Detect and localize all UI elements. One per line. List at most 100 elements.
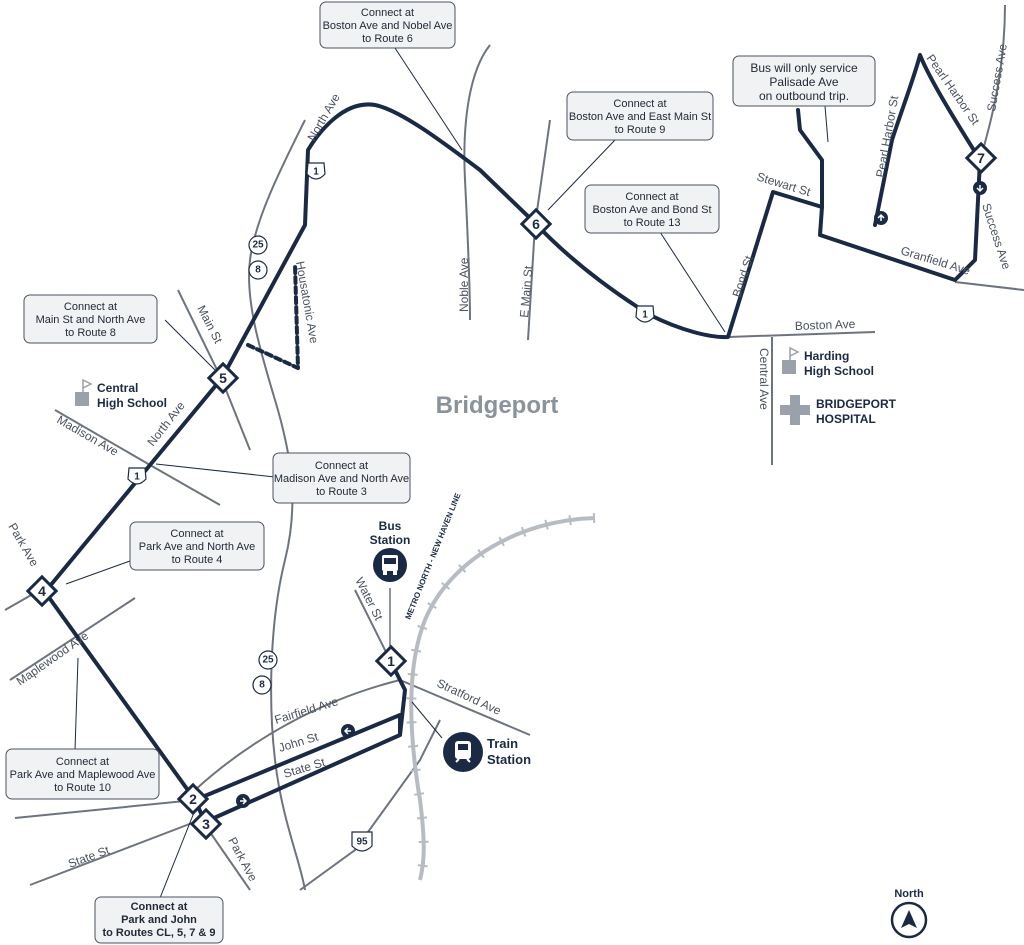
street-label-stratford-ave: Stratford Ave [435,676,504,718]
svg-text:High School: High School [804,364,874,378]
street-label-state-st: State St [66,843,112,871]
train-station[interactable]: Train Station [443,732,531,772]
street-line-i95 [299,719,441,891]
street-line-success-ave [979,4,1006,161]
svg-text:Station: Station [487,752,531,767]
svg-text:to Route 4: to Route 4 [172,554,223,566]
school-flag-icon [782,360,796,374]
school-flag-icon [75,392,89,406]
svg-text:Connect at: Connect at [625,191,678,203]
points-of-interest: Central High School Harding High School … [75,346,897,772]
stop-marker-4[interactable]: 4 [25,574,59,608]
svg-text:Central: Central [97,381,138,395]
stop-marker-3[interactable]: 3 [189,807,223,841]
street-label-pearl-harbor-st: Pearl Harbor St [873,94,901,179]
street-label-success-ave: Success Ave [984,42,1010,112]
i95-shield: 95 [351,831,373,852]
stop-marker-7[interactable]: 7 [964,141,998,175]
street-label-park-ave: Park Ave [5,521,41,570]
street-label-fairfield-ave: Fairfield Ave [273,694,340,727]
svg-text:Palisade Ave: Palisade Ave [769,75,838,89]
us1-shield: 1 [635,305,655,323]
svg-text:Park Ave and North Ave: Park Ave and North Ave [139,541,255,553]
stop-number: 6 [532,216,540,232]
svg-text:Boston Ave and Nobel Ave: Boston Ave and Nobel Ave [323,20,453,32]
svg-text:to Route 13: to Route 13 [624,217,681,229]
svg-text:to Route 6: to Route 6 [362,33,413,45]
callout-route-10: Connect at Park Ave and Maplewood Ave to… [5,748,160,800]
leader-lines [65,47,829,899]
street-label-maplewood-ave: Maplewood Ave [14,628,92,688]
svg-text:to Route 3: to Route 3 [316,486,367,498]
svg-text:Train: Train [487,736,518,751]
us1-shield: 1 [127,467,147,485]
svg-text:HOSPITAL: HOSPITAL [816,412,876,426]
svg-text:Connect at: Connect at [170,528,223,540]
svg-text:Madison Ave and North Ave: Madison Ave and North Ave [274,473,409,485]
rt25-shield-label: 25 [252,240,264,251]
stop-marker-6[interactable]: 6 [519,207,553,241]
rt8-shield-label: 8 [255,265,261,276]
street-line-maplewood-ave [9,597,136,681]
direction-arrow-icon [973,181,987,195]
svg-text:Station: Station [370,533,411,547]
stop-number: 5 [219,370,227,386]
stop-number: 4 [38,583,46,599]
svg-text:to Route 9: to Route 9 [615,124,666,136]
street-label-park-ave: Park Ave [225,835,260,884]
us1-shield-label: 1 [642,310,648,321]
rt8-shield-label: 8 [259,680,265,691]
street-label-bond-st: Bond St [730,253,757,299]
street-line-park-ave-bottom [204,824,251,891]
stop-marker-2[interactable]: 2 [176,782,210,816]
callout-palisade: Bus will only service Palisade Ave on ou… [732,55,876,107]
svg-text:to Route 8: to Route 8 [65,327,116,339]
street-line-boston-ave-east [727,331,876,338]
direction-arrow-icon [874,211,888,225]
svg-text:Bus will only service: Bus will only service [750,61,858,75]
svg-text:Connect at: Connect at [613,98,666,110]
callout-route-6: Connect at Boston Ave and Nobel Ave to R… [319,1,456,49]
school-flag-icon [789,346,800,360]
route-path-main [43,53,982,824]
callout-routes-cl-5-7-9: Connect at Park and John to Routes CL, 5… [94,896,224,944]
svg-text:Connect at: Connect at [361,7,414,19]
stop-number: 7 [977,150,985,166]
street-line-noble-ave [463,44,491,321]
svg-text:Bus: Bus [379,519,402,533]
callouts: Connect at Boston Ave and Nobel Ave to R… [5,1,876,944]
stop-marker-5[interactable]: 5 [206,361,240,395]
stop-markers: 1 2 3 4 5 6 7 [25,141,998,841]
svg-text:on outbound trip.: on outbound trip. [759,89,849,103]
svg-text:Connect at: Connect at [56,756,109,768]
street-line-water-st [354,589,391,661]
stop-number: 1 [387,653,395,669]
us1-shield-label: 1 [134,472,140,483]
svg-text:Main St and North Ave: Main St and North Ave [36,314,146,326]
street-line-state-st-left [14,799,196,819]
stop-number: 3 [202,816,210,832]
street-label-boston-ave: Boston Ave [795,317,856,333]
svg-text:Boston Ave and Bond St: Boston Ave and Bond St [592,204,711,216]
route-path-housatonic-dashed [246,263,300,370]
hospital-cross-icon [780,395,810,425]
svg-text:Connect at: Connect at [131,901,188,913]
svg-text:BRIDGEPORT: BRIDGEPORT [816,397,897,411]
route-path-palisade [796,108,824,209]
street-line-stratford-ave [399,679,531,736]
north-arrow-icon [901,910,917,928]
bus-station[interactable]: Bus Station [370,519,411,582]
bus-route [43,53,982,824]
svg-text:to Route 10: to Route 10 [54,782,111,794]
street-label-e-main-st: E Main St [517,265,536,319]
svg-text:Harding: Harding [804,349,849,363]
svg-text:Boston Ave and East Main St: Boston Ave and East Main St [569,111,711,123]
svg-text:to Routes CL, 5, 7 & 9: to Routes CL, 5, 7 & 9 [102,927,215,939]
stop-marker-1[interactable]: 1 [374,644,408,678]
i95-shield-label: 95 [356,837,368,848]
rt8-shield: 8 [248,260,268,280]
street-label-central-ave: Central Ave [757,348,771,410]
callout-route-13: Connect at Boston Ave and Bond St to Rou… [584,184,720,234]
street-label-water-st: Water St [352,575,386,623]
us1-shield: 1 [306,162,326,180]
